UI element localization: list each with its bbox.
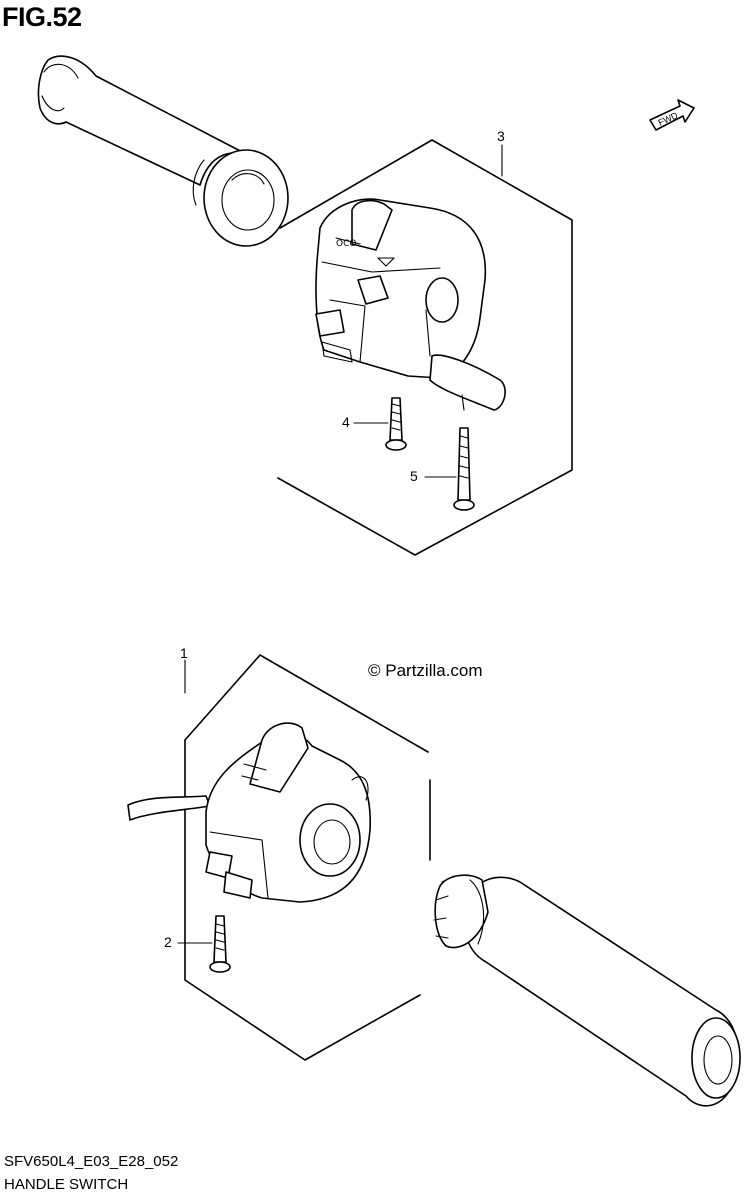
fwd-arrow <box>649 99 695 131</box>
screw-2 <box>177 915 231 973</box>
dimmer-switch <box>249 722 309 793</box>
grip-lower <box>433 874 741 1107</box>
watermark: © Partzilla.com <box>368 661 483 680</box>
group-hexagon-upper <box>277 139 573 556</box>
upper-group-outline <box>277 139 573 556</box>
screw-5 <box>424 427 475 511</box>
lower-group-outline <box>184 654 431 1061</box>
callout-4: 4 <box>342 414 350 430</box>
figure-code: SFV650L4_E03_E28_052 <box>4 1153 179 1170</box>
hazard-switch <box>315 309 345 337</box>
figure-name: HANDLE SWITCH <box>4 1176 129 1193</box>
svg-text:OCO: OCO <box>336 239 356 249</box>
callout-1: 1 <box>180 645 188 661</box>
callout-5: 5 <box>410 468 418 484</box>
figure-title: FIG.52 <box>2 2 82 32</box>
right-switch-housing: OCO <box>315 198 506 411</box>
group-hexagon-lower-top <box>184 654 429 753</box>
engine-stop-switch <box>351 199 393 251</box>
throttle-cable-upper <box>429 354 506 411</box>
grip-upper <box>37 55 289 247</box>
start-button <box>357 275 389 305</box>
screw-4 <box>353 397 407 451</box>
left-cable <box>127 795 211 821</box>
callout-2: 2 <box>164 934 172 950</box>
switch-clamp <box>223 871 253 899</box>
left-switch-housing <box>127 722 371 903</box>
callout-3: 3 <box>497 128 505 144</box>
group-hexagon-lower-bottom <box>184 739 421 1061</box>
